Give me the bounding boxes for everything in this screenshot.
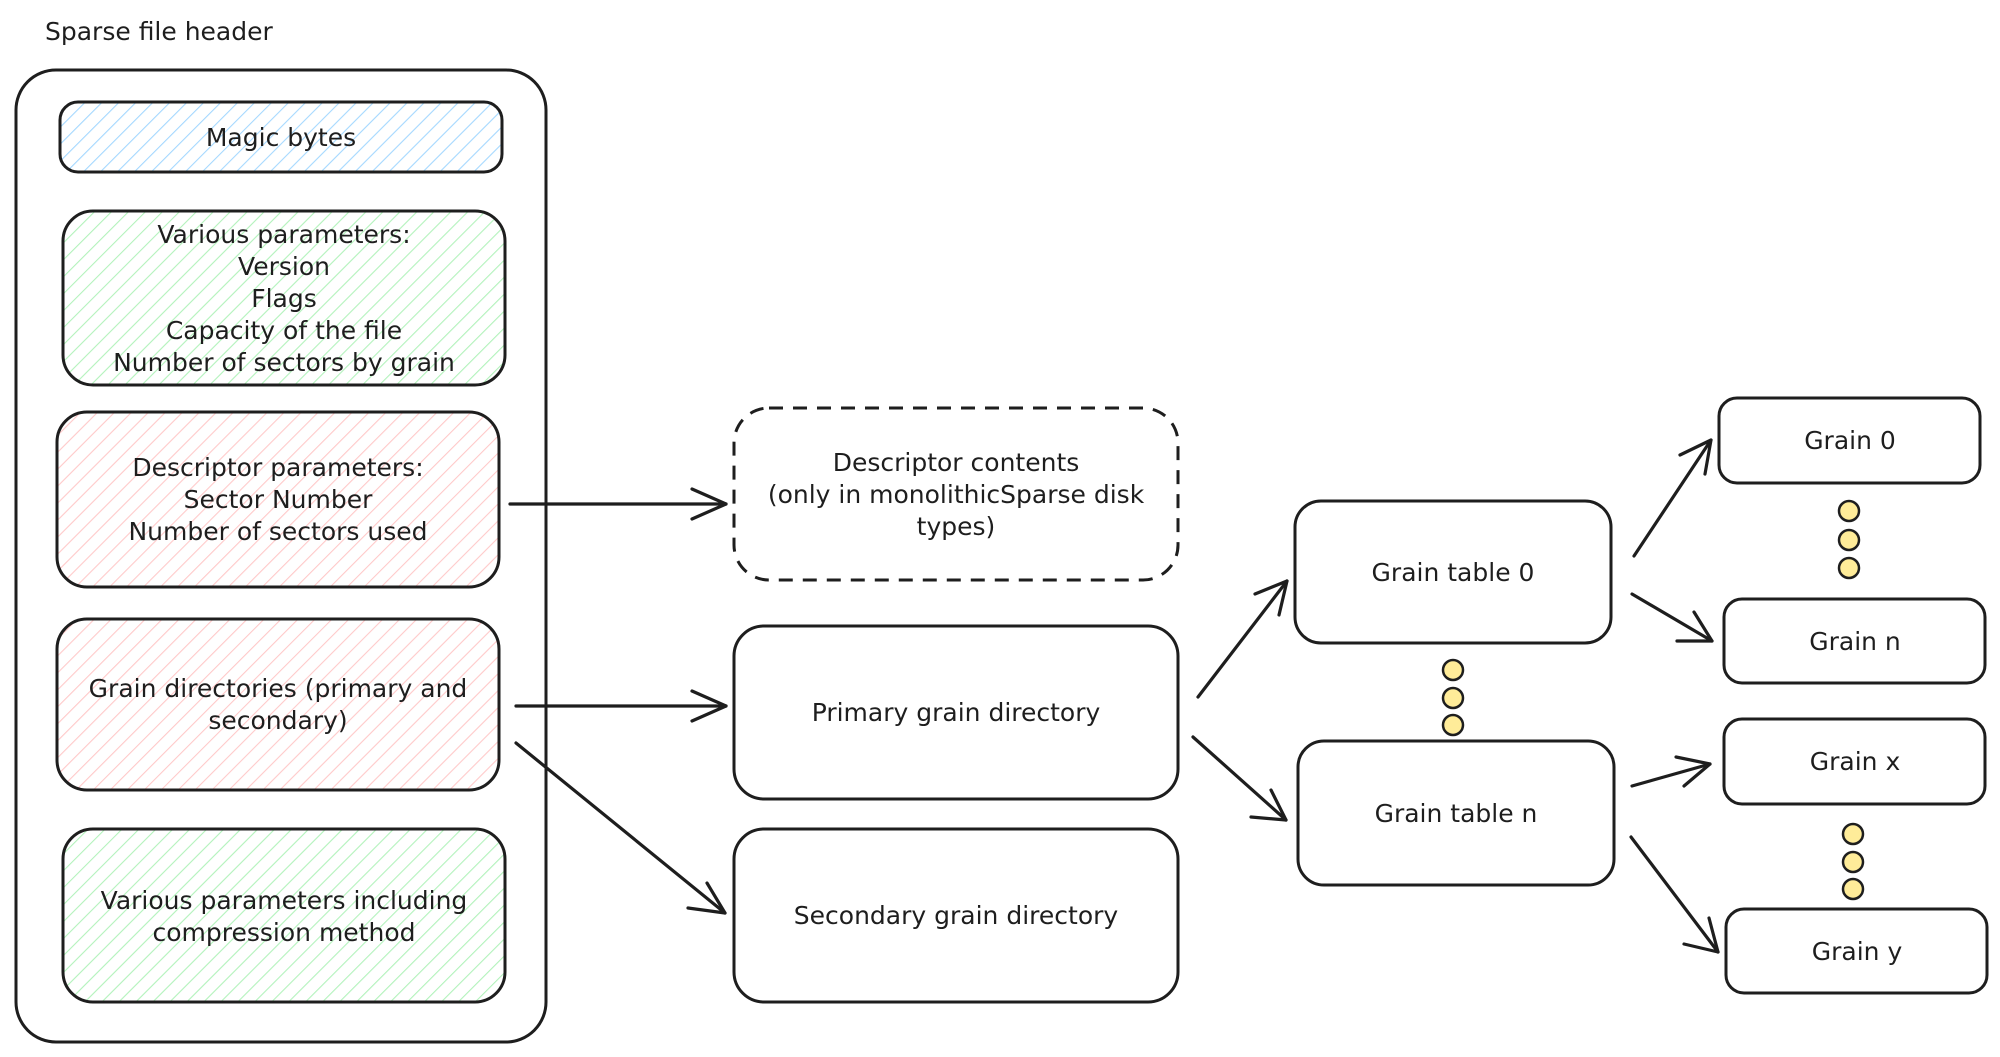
label-line: Various parameters: <box>157 220 410 249</box>
section-label: Grain directories (primary and secondary) <box>89 674 468 735</box>
label-line: Version <box>238 252 330 281</box>
label-line: Primary grain directory <box>812 698 1101 727</box>
section-grain-directories: Grain directories (primary and secondary) <box>55 617 501 792</box>
node-primary-grain-directory: Primary grain directory <box>732 624 1180 801</box>
node-label: Secondary grain directory <box>794 901 1119 930</box>
label-line: Capacity of the file <box>166 316 402 345</box>
arrow-table-0-to-grain-n <box>1630 592 1714 643</box>
label-line: Magic bytes <box>206 123 356 152</box>
node-label: Descriptor contents (only in monolithicSp… <box>768 448 1145 541</box>
label-line: Flags <box>251 284 317 313</box>
node-label: Grain y <box>1812 937 1903 966</box>
label-line: (only in monolithicSparse disk <box>768 480 1145 509</box>
node-grain-0: Grain 0 <box>1717 396 1982 485</box>
label-line: Number of sectors used <box>128 517 427 546</box>
label-line: Various parameters including <box>101 886 468 915</box>
arrow-primary-to-table-0 <box>1196 579 1289 699</box>
arrow-table-n-to-grain-y <box>1629 835 1720 954</box>
arrow-primary-to-table-n <box>1191 735 1288 822</box>
label-line: Grain directories (primary and <box>89 674 468 703</box>
node-grain-x: Grain x <box>1722 717 1987 806</box>
arrow-dirs-to-primary <box>514 689 728 723</box>
header-title: Sparse file header <box>45 17 274 46</box>
label-line: Grain y <box>1812 937 1903 966</box>
ellipsis-grains-x-y-icon <box>1841 822 1865 901</box>
section-label: Magic bytes <box>206 123 356 152</box>
label-line: Grain 0 <box>1804 426 1896 455</box>
node-secondary-grain-directory: Secondary grain directory <box>732 827 1180 1004</box>
node-label: Grain n <box>1809 627 1901 656</box>
node-grain-y: Grain y <box>1724 907 1989 995</box>
label-line: Number of sectors by grain <box>113 348 455 377</box>
label-line: Secondary grain directory <box>794 901 1119 930</box>
node-label: Grain table n <box>1375 799 1538 828</box>
ellipsis-grains-0-n-icon <box>1837 499 1861 580</box>
section-magic-bytes: Magic bytes <box>58 100 504 174</box>
label-line: Grain n <box>1809 627 1901 656</box>
section-label: Various parameters including compression … <box>101 886 468 947</box>
node-grain-table-0: Grain table 0 <box>1293 499 1613 645</box>
node-descriptor-contents: Descriptor contents (only in monolithicSp… <box>732 406 1180 582</box>
arrow-descriptor-to-contents <box>508 487 728 521</box>
node-label: Primary grain directory <box>812 698 1101 727</box>
label-line: Descriptor contents <box>833 448 1080 477</box>
node-label: Grain x <box>1810 747 1901 776</box>
node-label: Grain table 0 <box>1372 558 1535 587</box>
label-line: Grain table n <box>1375 799 1538 828</box>
label-line: types) <box>917 512 996 541</box>
label-line: Sector Number <box>184 485 373 514</box>
label-line: Grain table 0 <box>1372 558 1535 587</box>
arrow-table-n-to-grain-x <box>1630 755 1712 788</box>
node-grain-n: Grain n <box>1722 597 1987 685</box>
label-line: secondary) <box>208 706 347 735</box>
node-grain-table-n: Grain table n <box>1296 739 1616 887</box>
label-line: Grain x <box>1810 747 1901 776</box>
arrow-dirs-to-secondary <box>514 741 727 915</box>
label-line: Descriptor parameters: <box>132 453 423 482</box>
arrow-table-0-to-grain-0 <box>1632 438 1713 558</box>
header-container <box>14 68 548 1044</box>
section-compression-parameters: Various parameters including compression … <box>61 827 507 1004</box>
label-line: compression method <box>152 918 415 947</box>
node-label: Grain 0 <box>1804 426 1896 455</box>
ellipsis-grain-tables-icon <box>1441 658 1465 737</box>
